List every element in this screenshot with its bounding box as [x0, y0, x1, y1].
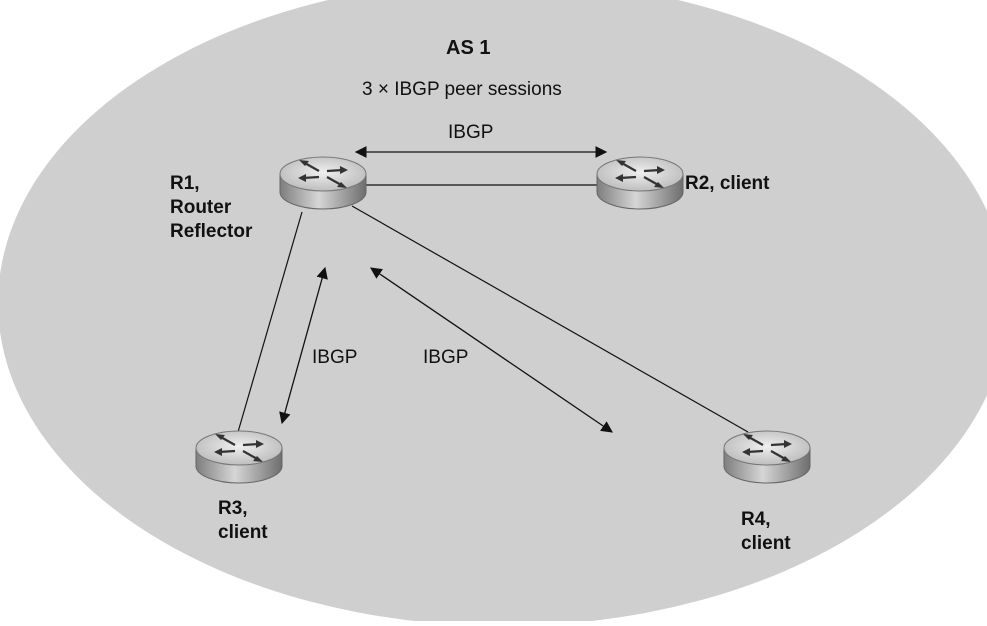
- diagram-title: AS 1: [446, 37, 491, 59]
- router-r4-role: client: [741, 533, 791, 554]
- router-r3-role: client: [218, 522, 268, 543]
- ibgp-label-r1-r3: IBGP: [312, 347, 358, 368]
- router-r1-label: R1, Router Reflector: [170, 172, 252, 244]
- router-icon: [194, 429, 284, 485]
- router-r1-role-line1: Router: [170, 197, 232, 218]
- router-r4-name: R4,: [741, 509, 771, 530]
- router-r3-name: R3,: [218, 498, 248, 519]
- router-icon: [278, 155, 368, 211]
- ibgp-label-r1-r4: IBGP: [423, 347, 469, 368]
- router-icon: [595, 155, 685, 211]
- router-r1: [278, 155, 368, 211]
- router-r2: [595, 155, 685, 211]
- ibgp-arrow-r1-r4: [370, 267, 613, 433]
- router-r4: [722, 429, 812, 485]
- router-r3-label: R3, client: [218, 497, 268, 545]
- router-r1-name: R1,: [170, 173, 200, 194]
- diagram-subtitle: 3 × IBGP peer sessions: [362, 79, 562, 100]
- router-r1-role-line2: Reflector: [170, 221, 253, 242]
- ibgp-label-r1-r2: IBGP: [448, 122, 494, 143]
- router-icon: [722, 429, 812, 485]
- router-r3: [194, 429, 284, 485]
- router-r2-label: R2, client: [685, 173, 770, 194]
- link-r1-r3: [237, 211, 303, 433]
- router-r4-label: R4, client: [741, 508, 791, 556]
- ibgp-arrow-r1-r3: [279, 266, 328, 425]
